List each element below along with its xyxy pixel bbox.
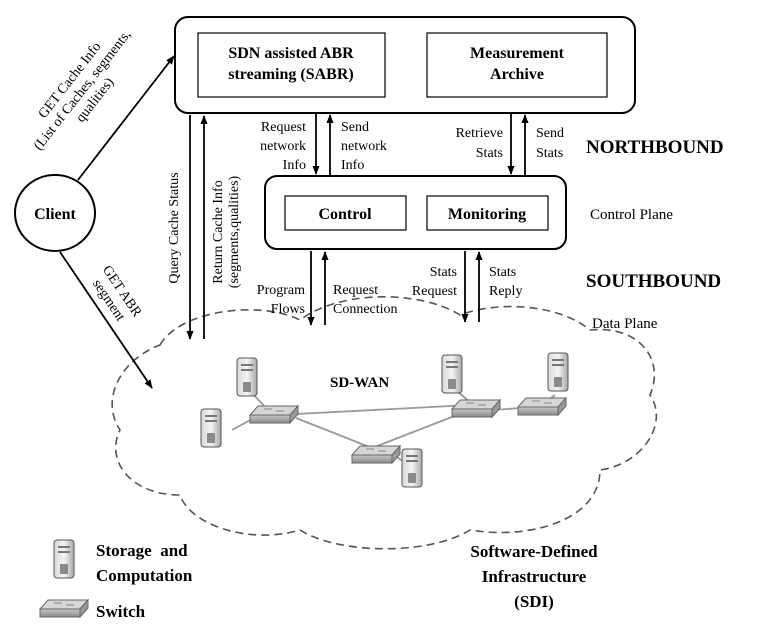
arrow-client-to-sabr <box>77 55 175 181</box>
switch-icon <box>351 445 401 464</box>
arrow-client-to-cloud <box>59 251 153 389</box>
server-icon <box>401 448 423 488</box>
data-plane-label: Data Plane <box>592 316 658 332</box>
sabr-box <box>197 32 386 98</box>
server-icon <box>441 354 463 394</box>
request-connection-label-2: Connection <box>333 302 398 317</box>
monitoring-label: Monitoring <box>448 206 526 223</box>
client-label: Client <box>34 206 76 223</box>
northbound-label: NORTHBOUND <box>586 137 724 158</box>
query-cache-status-label: Query Cache Status <box>167 172 182 283</box>
sdi-cloud <box>111 296 658 550</box>
return-cache-info-label-line1: Return Cache Info <box>211 180 226 283</box>
sabr-label-line1: SDN assisted ABR <box>228 45 354 62</box>
request-network-info-label-2: network <box>260 139 306 154</box>
switch-icon <box>451 399 501 418</box>
control-box <box>284 195 407 231</box>
southbound-label: SOUTHBOUND <box>586 271 721 292</box>
sdi-label-line1: Software-Defined <box>470 542 598 561</box>
server-icon <box>547 352 569 392</box>
controller-box <box>264 175 567 250</box>
return-cache-info-label-line2: (segments,qualities) <box>227 175 242 288</box>
stats-reply-label-2: Reply <box>489 284 522 299</box>
retrieve-stats-label-2: Stats <box>476 146 503 161</box>
svg-text:(List of Caches, segments,: (List of Caches, segments, <box>31 27 134 153</box>
legend-storage-label-line1: Storage and <box>96 541 188 560</box>
measurement-archive-box <box>426 32 608 98</box>
program-flows-label-2: Flows <box>271 302 305 317</box>
legend-server-icon <box>53 539 75 579</box>
legend-storage-label-line2: Computation <box>96 566 193 585</box>
request-network-info-label-3: Info <box>283 158 306 173</box>
get-abr-segment-label: GET ABR segment <box>89 263 144 324</box>
send-network-info-label-2: network <box>341 139 387 154</box>
stats-reply-label-1: Stats <box>489 265 516 280</box>
request-connection-label-1: Request <box>333 283 378 298</box>
switch-icon <box>517 397 567 416</box>
switch-icon <box>249 405 299 424</box>
sdi-label-line3: (SDI) <box>514 592 554 611</box>
sdi-label-line2: Infrastructure <box>482 567 587 586</box>
get-cache-info-label: GET Cache Info (List of Caches, segments… <box>31 27 134 153</box>
legend-switch-label: Switch <box>96 602 146 621</box>
program-flows-label-1: Program <box>257 283 305 298</box>
server-icon <box>200 408 222 448</box>
stats-request-label-1: Stats <box>430 265 457 280</box>
retrieve-stats-label-1: Retrieve <box>456 126 503 141</box>
send-stats-label-1: Send <box>536 126 564 141</box>
client-node <box>14 174 96 252</box>
sabr-label-line2: streaming (SABR) <box>228 66 353 83</box>
archive-label-line1: Measurement <box>470 45 565 62</box>
server-icon <box>236 357 258 397</box>
send-network-info-label-1: Send <box>341 120 369 135</box>
send-network-info-label-3: Info <box>341 158 364 173</box>
send-stats-label-2: Stats <box>536 146 563 161</box>
legend-switch-icon <box>39 599 89 618</box>
monitoring-box <box>426 195 549 231</box>
request-network-info-label-1: Request <box>261 120 306 135</box>
control-plane-label: Control Plane <box>590 207 673 223</box>
stats-request-label-2: Request <box>412 284 457 299</box>
sdwan-label: SD-WAN <box>330 375 389 391</box>
archive-label-line2: Archive <box>490 66 544 83</box>
control-label: Control <box>318 206 372 223</box>
